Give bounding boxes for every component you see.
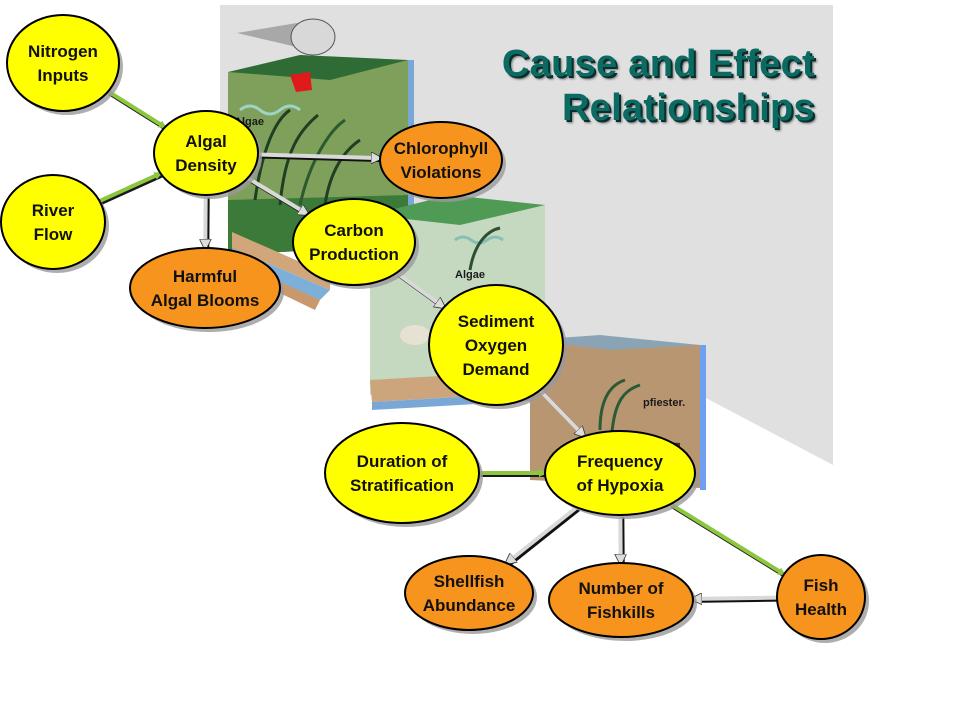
- node-label: Frequency: [577, 452, 664, 471]
- node-label: Inputs: [38, 66, 89, 85]
- node-ellipse: [544, 430, 696, 516]
- arrow-sediment-to-hypoxia: [538, 388, 588, 440]
- arrow-algal-to-chloro: [257, 155, 382, 161]
- title-line-1: Cause and Effect: [501, 43, 815, 85]
- node-label: Shellfish: [434, 572, 505, 591]
- node-label: Stratification: [350, 476, 454, 495]
- arrow-hypoxia-to-shellfish: [507, 505, 581, 567]
- node-ellipse: [776, 554, 866, 640]
- node-label: Number of: [579, 579, 664, 598]
- node-label: Algal: [185, 132, 227, 151]
- arrow-river-to-algal: [98, 171, 163, 205]
- arrow-duration-to-hypoxia: [479, 469, 547, 477]
- node-label: Harmful: [173, 267, 237, 286]
- node-label: Flow: [34, 225, 73, 244]
- pfiesteria-label: pfiester.: [643, 397, 685, 409]
- node-label: Nitrogen: [28, 42, 98, 61]
- title-line-2: Relationships: [561, 87, 815, 129]
- node-label: Violations: [401, 163, 482, 182]
- node-label: Fishkills: [587, 603, 655, 622]
- node-hypoxia: Frequency of Hypoxia: [544, 430, 699, 519]
- page-title: Cause and Effect Relationships: [502, 42, 815, 130]
- node-ellipse: [324, 422, 480, 524]
- node-label: of Hypoxia: [577, 476, 664, 495]
- node-ellipse: [404, 555, 534, 631]
- edges-layer: [98, 89, 787, 601]
- arrow-hypoxia-to-fishkills: [620, 514, 622, 565]
- algae-label-2: Algae: [455, 269, 485, 281]
- node-ellipse: [428, 284, 564, 406]
- node-ellipse: [153, 110, 259, 196]
- arrow-nitrogen-to-algal: [107, 89, 168, 131]
- node-label: Abundance: [423, 596, 516, 615]
- node-label: River: [32, 201, 75, 220]
- node-fishkills: Number of Fishkills: [548, 562, 697, 641]
- arrow-algal-to-carbon: [246, 176, 310, 218]
- node-label: Carbon: [324, 221, 384, 240]
- arrow-fishhealth-to-fishkills: [693, 598, 780, 601]
- node-label: Duration of: [357, 452, 448, 471]
- node-label: Oxygen: [465, 336, 527, 355]
- arrow-hypoxia-to-fishhealth: [669, 502, 787, 578]
- node-ellipse: [379, 121, 503, 199]
- node-ellipse: [548, 562, 694, 638]
- node-label: Density: [175, 156, 237, 175]
- node-ellipse: [6, 14, 120, 112]
- node-label: Chlorophyll: [394, 139, 488, 158]
- node-label: Fish: [804, 576, 839, 595]
- arrow-carbon-to-sediment: [395, 271, 448, 311]
- node-ellipse: [0, 174, 106, 270]
- node-label: Sediment: [458, 312, 535, 331]
- node-label: Demand: [462, 360, 529, 379]
- node-label: Production: [309, 245, 399, 264]
- node-ellipse: [129, 247, 281, 329]
- arrow-algal-to-harmful: [205, 194, 207, 250]
- node-label: Algal Blooms: [151, 291, 260, 310]
- node-label: Health: [795, 600, 847, 619]
- node-ellipse: [292, 198, 416, 286]
- node-duration: Duration of Stratification: [324, 422, 483, 527]
